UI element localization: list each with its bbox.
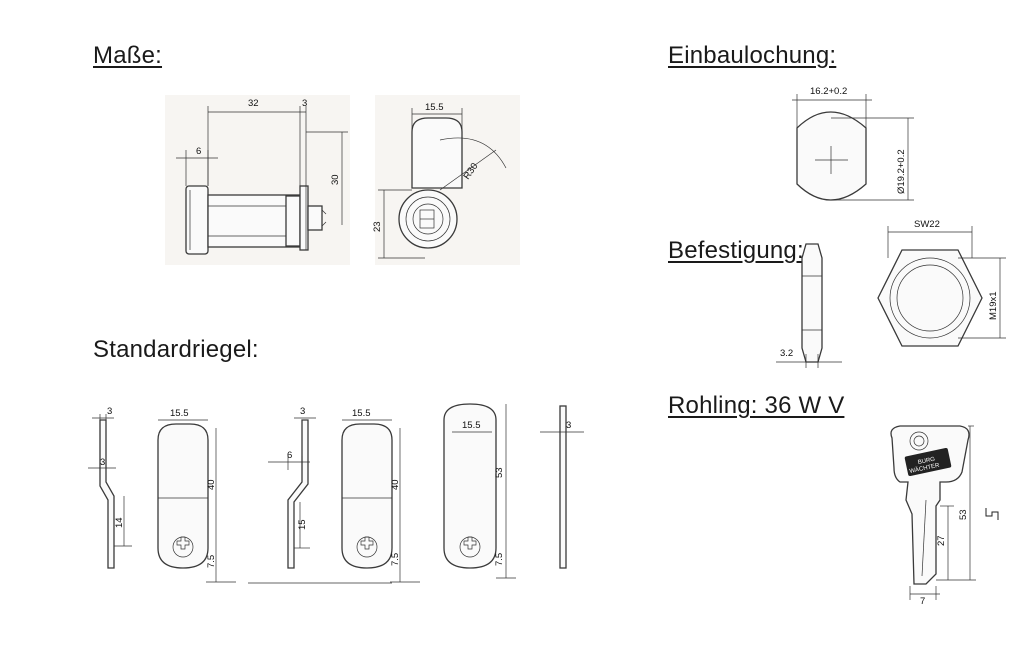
cam-1-front [157,419,236,583]
dim-nut-thickness: 3.2 [780,348,793,359]
cam-3-front [443,403,516,579]
dim-c3-75: 7.5 [494,553,505,566]
nut-front-view [877,226,1006,347]
mounting-hole [792,94,914,201]
lock-side-view [165,95,350,265]
heading-einbaulochung: Einbaulochung: [668,42,837,69]
nut-side-view [776,243,842,368]
dim-c1-3b: 3 [100,457,105,468]
dim-c2-6: 6 [287,450,292,461]
dim-lock-30: 30 [330,174,341,185]
dim-key-53: 53 [958,509,969,520]
dim-hole-diameter: Ø19.2+0.2 [896,149,907,194]
dim-lock-23: 23 [372,221,383,232]
dim-lock-6: 6 [196,146,201,157]
heading-standardriegel: Standardriegel: [93,336,259,363]
key-blank [890,425,999,600]
dim-key-7: 7 [920,596,925,607]
dim-lock-3: 3 [302,98,307,109]
dim-c2-15: 15 [297,519,308,530]
dim-c2-155: 15.5 [352,408,371,419]
dim-c1-75: 7.5 [206,555,217,568]
lock-front-view [375,95,520,265]
key-brand-line-1: BURG [917,456,936,466]
dim-c1-155: 15.5 [170,408,189,419]
dim-nut-thread: M19x1 [988,291,999,320]
dim-lock-155: 15.5 [425,102,444,113]
dim-c2-3: 3 [300,406,305,417]
heading-rohling: Rohling: 36 W V [668,392,845,419]
dim-nut-sw: SW22 [914,219,940,230]
dim-lock-32: 32 [248,98,259,109]
dim-c3-3: 3 [566,420,571,431]
dim-c3-155: 15.5 [462,420,481,431]
dim-c2-40: 40 [390,479,401,490]
heading-befestigung: Befestigung: [668,237,804,264]
dim-c1-40: 40 [206,479,217,490]
dim-key-27: 27 [936,535,947,546]
dim-c1-3a: 3 [107,406,112,417]
cam-1-side [88,414,132,569]
dim-c3-53: 53 [494,467,505,478]
dim-c2-75: 7.5 [390,553,401,566]
heading-masse: Maße: [93,42,163,69]
dim-hole-width: 16.2+0.2 [810,86,847,97]
cam-2-front [248,419,420,584]
cam-3-side [540,405,584,569]
cam-2-side [268,417,316,569]
dim-c1-14: 14 [114,517,125,528]
